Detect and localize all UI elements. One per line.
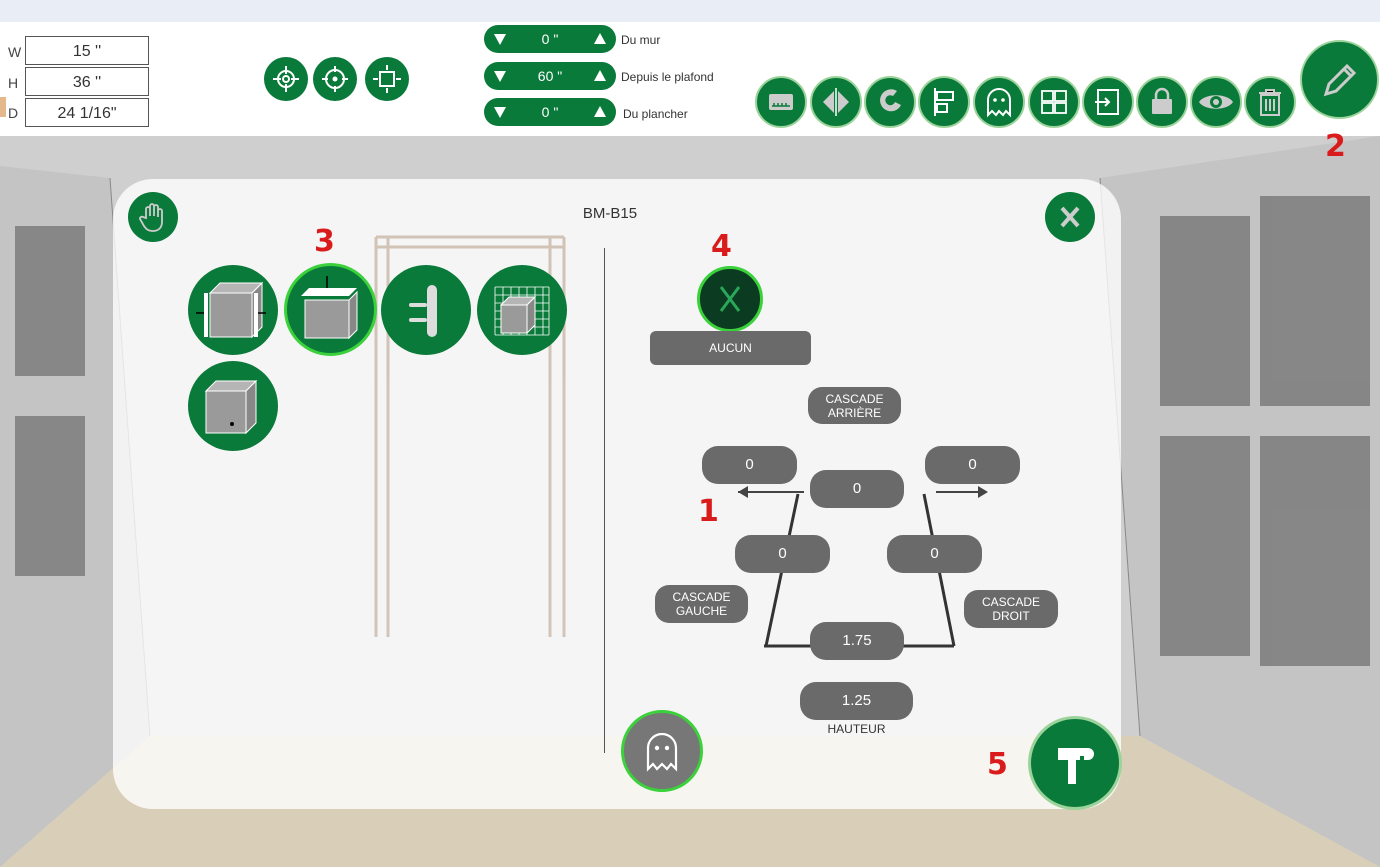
option-grid-panel[interactable] [477,265,567,355]
mirror-button[interactable] [810,76,862,128]
eye-icon [1199,95,1233,109]
ceiling-offset-label: Depuis le plafond [621,70,714,84]
pencil-icon [1323,63,1356,96]
option-side-fillers[interactable] [188,265,278,355]
edit-button[interactable] [1300,40,1379,119]
hand-icon [139,203,163,232]
decrease-icon[interactable] [493,32,507,46]
x-icon [719,286,741,312]
height-input[interactable]: 1.25 [800,682,913,720]
target-button[interactable] [264,57,308,101]
floor-offset-value[interactable]: 0 " [541,104,559,120]
panel-divider [604,248,605,753]
magnet-icon [880,89,901,112]
cascade-back-label: CASCADE ARRIÈRE [808,387,901,424]
left-mid-input[interactable]: 0 [735,535,830,573]
fit-button[interactable] [365,57,409,101]
right-top-input[interactable]: 0 [925,446,1020,484]
measure-icon [769,94,793,110]
annotation-2: 2 [1325,129,1346,164]
ghost-icon [987,88,1011,118]
decrease-icon[interactable] [493,105,507,119]
insert-button[interactable] [1082,76,1134,128]
measure-button[interactable] [755,76,807,128]
none-option-label[interactable]: AUCUN [650,331,811,365]
annotation-4: 4 [711,229,732,264]
grid-panel-icon [494,286,550,336]
depth-field[interactable]: 24 1/16" [25,98,149,127]
top-toolbar: W 15 '' H 36 '' D 24 1/16" 0 " Du mur 60… [0,22,1380,137]
wall-offset-value[interactable]: 0 " [541,31,559,47]
cascade-panel [113,179,1121,809]
grab-button[interactable] [128,192,178,242]
annotation-1: 1 [698,494,719,529]
height-label: HAUTEUR [827,722,886,736]
ghost-mode-button[interactable] [621,710,703,792]
increase-icon[interactable] [593,105,607,119]
left-top-input[interactable]: 0 [702,446,797,484]
crosshair-icon [273,66,299,92]
height-label: H [8,75,19,91]
floor-offset-control: 0 " [484,98,616,126]
group-icon [1041,90,1067,114]
none-option-button[interactable] [697,266,763,332]
delete-button[interactable] [1244,76,1296,128]
hammer-icon [1058,748,1094,784]
panel-title: BM-B15 [582,205,638,222]
cabinet-door-icon [204,379,258,435]
option-top-filler[interactable] [284,263,377,356]
group-button[interactable] [1028,76,1080,128]
option-post[interactable] [381,265,471,355]
height-field[interactable]: 36 '' [25,67,149,96]
width-field[interactable]: 15 '' [25,36,149,65]
increase-icon[interactable] [593,69,607,83]
trash-icon [1259,89,1281,116]
browser-strip [0,0,1380,23]
floor-offset-label: Du plancher [623,107,688,121]
wall-offset-control: 0 " [484,25,616,53]
visibility-button[interactable] [1190,76,1242,128]
ghost-button[interactable] [973,76,1025,128]
cascade-right-label: CASCADE DROIT [964,590,1058,628]
bottom-input[interactable]: 1.75 [810,622,904,660]
cascade-left-label: CASCADE GAUCHE [655,585,748,623]
expand-icon [373,65,401,93]
increase-icon[interactable] [593,32,607,46]
decrease-icon[interactable] [493,69,507,83]
lock-button[interactable] [1136,76,1188,128]
align-button[interactable] [918,76,970,128]
build-button[interactable] [1028,716,1122,810]
right-mid-input[interactable]: 0 [887,535,982,573]
top-filler-icon [301,276,358,340]
ceiling-offset-value[interactable]: 60 " [537,68,563,84]
close-icon [1060,206,1080,228]
close-button[interactable] [1045,192,1095,242]
center-button[interactable] [313,57,357,101]
depth-label: D [8,105,19,121]
side-filler-icon [196,281,266,339]
wall-offset-label: Du mur [621,33,661,47]
magnet-button[interactable] [864,76,916,128]
post-icon [409,285,437,337]
mirror-icon [823,88,849,116]
depth-marker [0,97,6,117]
option-cabinet-door[interactable] [188,361,278,451]
ceiling-offset-control: 60 " [484,62,616,90]
annotation-3: 3 [314,224,335,259]
lock-icon [1152,87,1172,114]
ghost-icon [646,732,678,772]
align-icon [934,88,954,116]
annotation-5: 5 [987,747,1008,782]
target-icon [322,66,348,92]
width-label: W [8,44,22,60]
cabinet-preview [374,235,566,637]
back-input[interactable]: 0 [810,470,904,508]
move-in-icon [1095,89,1119,115]
